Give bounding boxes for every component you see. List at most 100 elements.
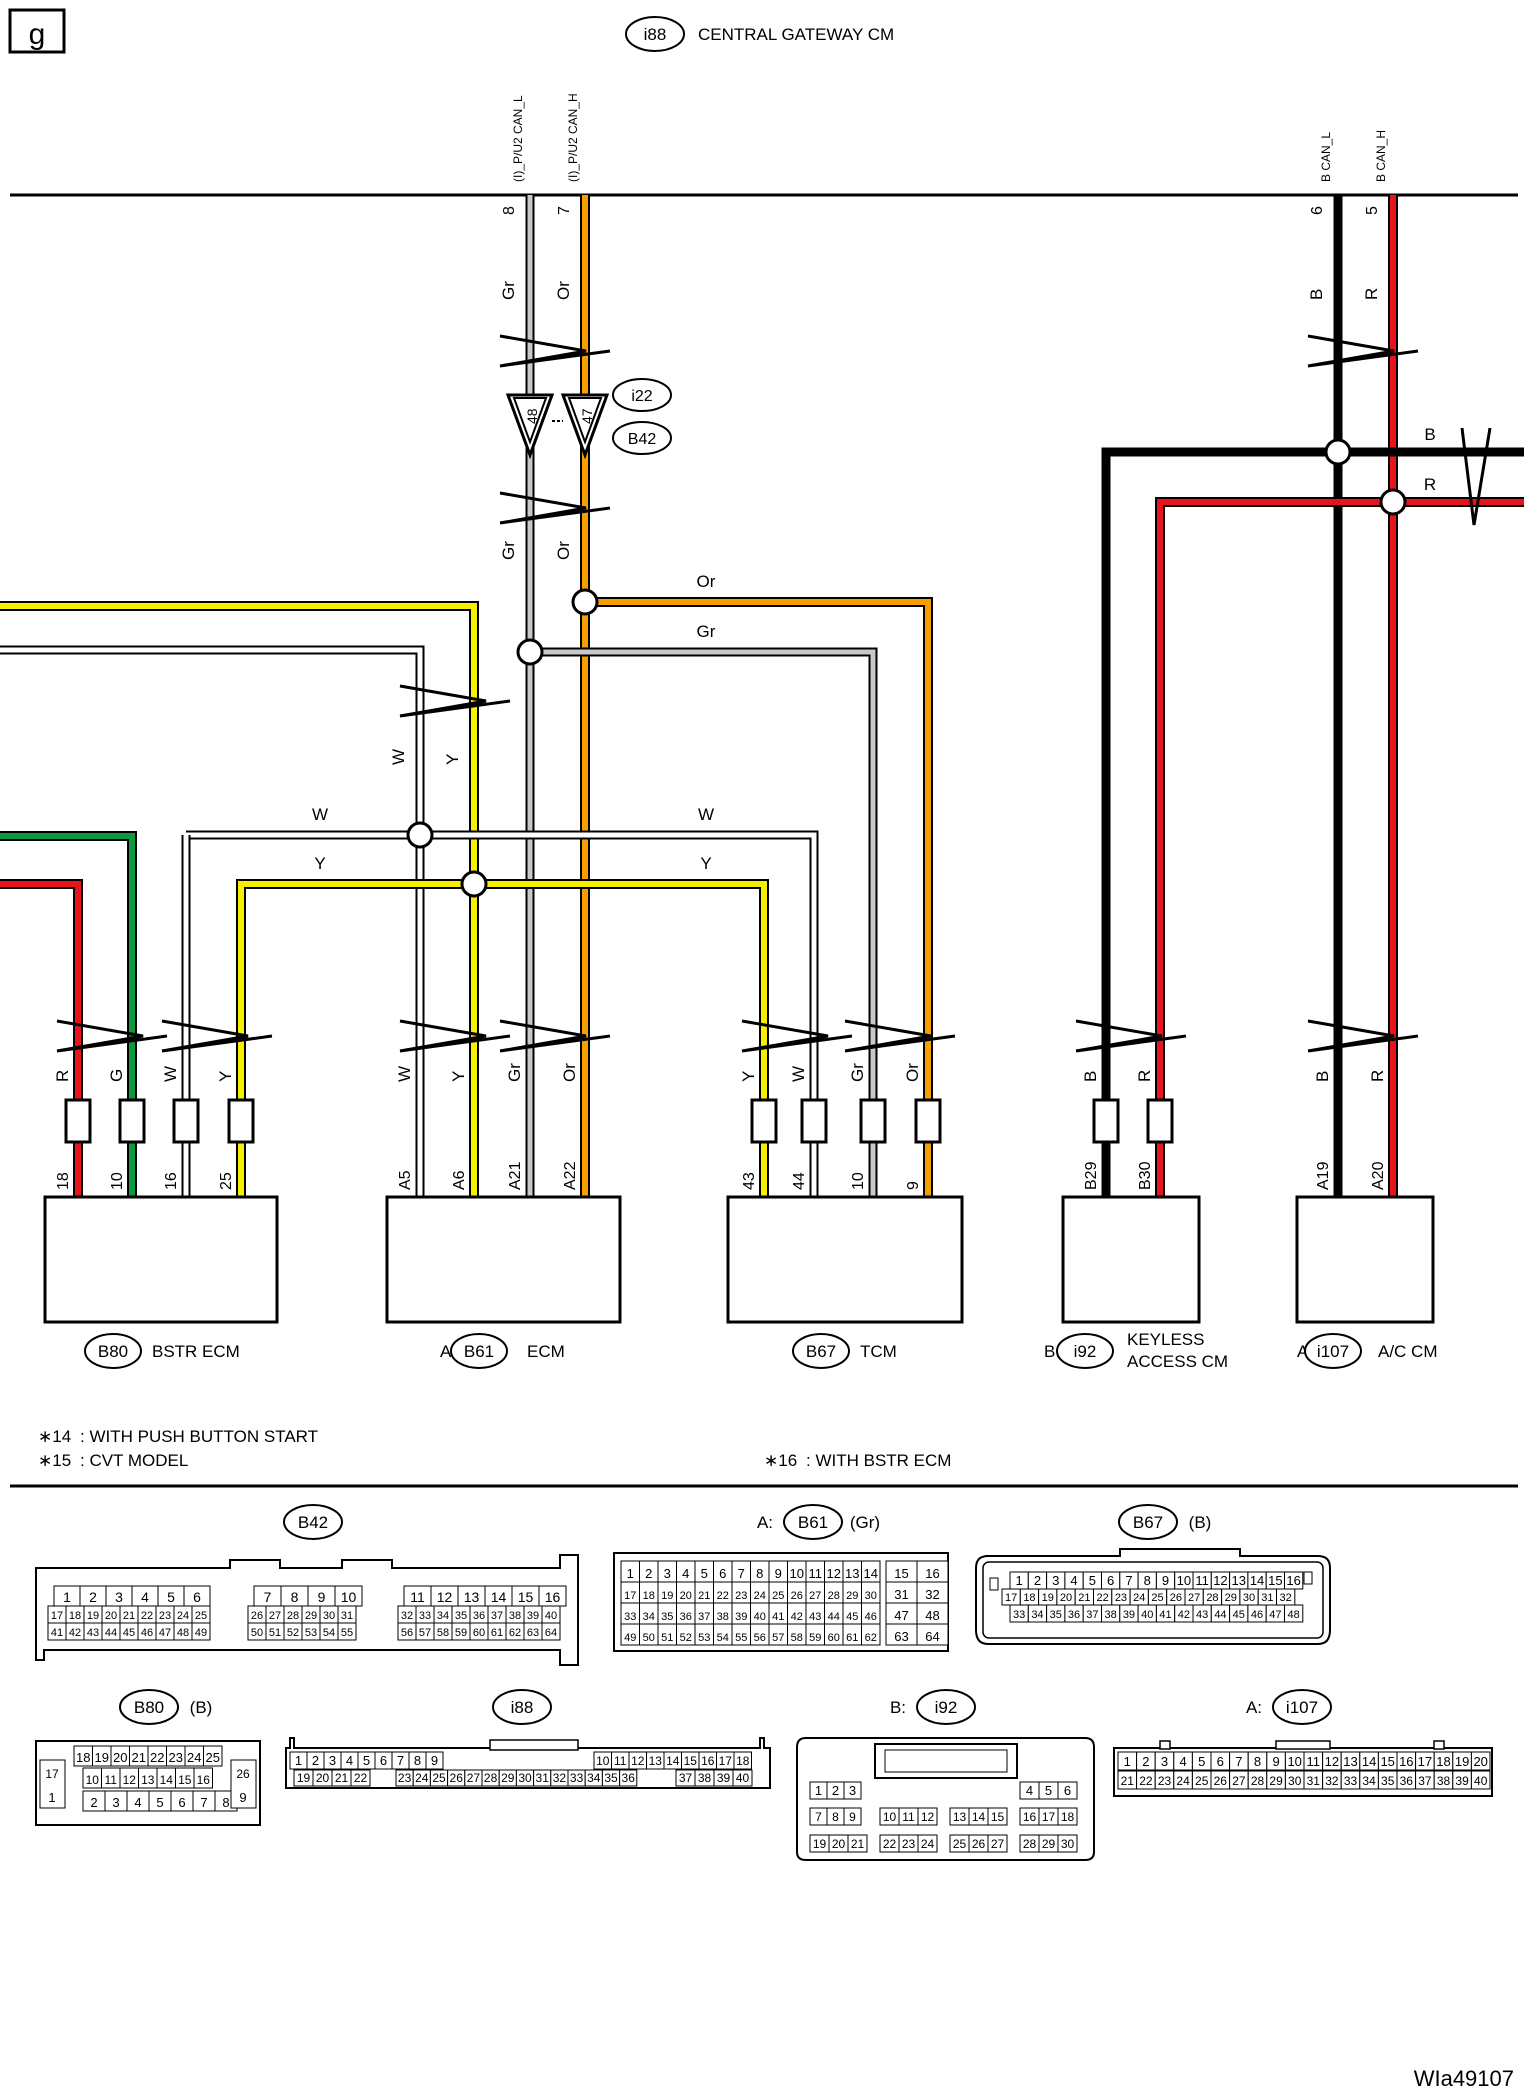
b61-prefix: A:	[757, 1513, 773, 1532]
b42-r2-pin: 36	[473, 1610, 485, 1622]
i88-top-right-pin: 13	[649, 1754, 663, 1768]
b67-r1-pin: 1	[1016, 1573, 1023, 1588]
break-right-upper	[1307, 334, 1419, 368]
i92-r2-1-cell	[917, 1807, 938, 1826]
b61-side-pin: 64	[925, 1629, 939, 1644]
i107-r2-pin: 28	[1251, 1774, 1265, 1788]
b61-main-pin: 38	[717, 1611, 729, 1623]
module-pin-num-ecm-0: A5	[397, 1170, 414, 1190]
i88-top-right-cell	[733, 1751, 752, 1770]
b61-oval	[783, 1504, 843, 1540]
i107-prefix: A:	[1246, 1698, 1262, 1717]
module-pin-num-ac-0: A19	[1315, 1161, 1332, 1190]
branch-label-w2: W	[698, 805, 714, 824]
b67-r2-pin: 27	[1188, 1592, 1200, 1604]
module-pin-num-tcm-1: 44	[791, 1172, 808, 1190]
i92-r2-0-cell	[843, 1807, 862, 1826]
b42-r1-pin: 13	[464, 1589, 480, 1605]
module-pin-color-tcm-0: Y	[739, 1071, 758, 1082]
b80-left-top: 17	[45, 1767, 59, 1781]
b42-r1-pin: 12	[437, 1589, 453, 1605]
module-pin-color-tcm-1: W	[789, 1066, 808, 1082]
b67-oval	[1118, 1504, 1178, 1540]
wire-w-left-outline	[0, 645, 425, 1200]
b42-r3-pin: 59	[455, 1627, 467, 1639]
branch-label-or: Or	[697, 572, 716, 591]
b80-r3-pin: 2	[90, 1795, 97, 1810]
i107-r2-pin: 27	[1232, 1774, 1246, 1788]
b42-r3-pin: 64	[545, 1627, 557, 1639]
i88-bot-left-pin: 20	[316, 1771, 330, 1785]
i92-r2-1-pin: 10	[883, 1810, 897, 1824]
b67-inner	[982, 1561, 1324, 1639]
b67-r1-pin: 2	[1034, 1573, 1041, 1588]
i107-r2-pin: 30	[1288, 1774, 1302, 1788]
b67-r1-pin: 4	[1070, 1573, 1077, 1588]
i107-r2-pin: 40	[1474, 1774, 1488, 1788]
b42-r1-pin: 16	[545, 1589, 561, 1605]
branch-label-b: B	[1424, 425, 1435, 444]
i88-top-left-pin: 5	[363, 1753, 370, 1768]
b61-main-pin: 13	[845, 1566, 859, 1581]
i92-r2-0-pin: 8	[832, 1810, 839, 1824]
i88-bot-mid-pin: 35	[604, 1771, 618, 1785]
b42-r2-pin: 39	[527, 1610, 539, 1622]
b80-r1-pin: 20	[113, 1750, 127, 1765]
b67-r3-pin: 37	[1086, 1609, 1098, 1621]
junction-w	[406, 821, 434, 849]
i88-top-left-pin: 8	[414, 1753, 421, 1768]
gateway-pin-num-3: 5	[1364, 206, 1381, 215]
i88-top-right-pin: 14	[666, 1754, 680, 1768]
b61-main-pin: 59	[809, 1632, 821, 1644]
i92-g1-pin: 1	[815, 1783, 822, 1798]
b42-r2-pin: 38	[509, 1610, 521, 1622]
b80-r2-pin: 15	[178, 1773, 192, 1787]
break-module-7	[1307, 1019, 1419, 1053]
b61-title: B61	[798, 1513, 828, 1532]
b67-r2-pin: 30	[1243, 1592, 1255, 1604]
b42-r2-pin: 17	[51, 1610, 63, 1622]
wire-w-bus	[186, 832, 817, 1200]
i92-r2-2-pin: 13	[953, 1810, 967, 1824]
b42-title: B42	[298, 1513, 328, 1532]
b67-r2-pin: 29	[1225, 1592, 1237, 1604]
junction-pin-48-triangle	[505, 393, 555, 460]
i88-bot-mid-pin: 32	[553, 1771, 567, 1785]
i92-latch	[874, 1743, 1018, 1779]
wire-label-gr-mid: Gr	[499, 541, 518, 560]
page-label: g	[29, 18, 46, 51]
module-pin-num-bstr-0: 18	[55, 1172, 72, 1190]
module-name-ac: A/C CM	[1378, 1342, 1438, 1361]
b67-r1-pin: 12	[1213, 1573, 1227, 1588]
i92-g2-pin: 5	[1045, 1783, 1052, 1798]
gateway-pin-name-1: (I)_P/U2 CAN_H	[566, 93, 580, 182]
gateway-pin-name-3: B CAN_H	[1374, 130, 1388, 182]
b67-r1-pin: 8	[1144, 1573, 1151, 1588]
wire-y-bus	[238, 881, 767, 1200]
i92-r2-3-pin: 18	[1061, 1810, 1075, 1824]
module-name-keyless: KEYLESS	[1127, 1330, 1205, 1349]
b42-r1-pin: 15	[518, 1589, 534, 1605]
b61-main-pin: 33	[624, 1611, 636, 1623]
b42-r3-pin: 49	[195, 1627, 207, 1639]
wire-b-keyless	[1101, 447, 1524, 1200]
b61-main-pin: 29	[846, 1590, 858, 1602]
wire-r-bstr	[0, 881, 81, 1200]
module-pin-num-bstr-3: 25	[218, 1172, 235, 1190]
i88-bot-mid-pin: 34	[587, 1771, 601, 1785]
b80-r3-pin: 6	[178, 1795, 185, 1810]
i107-r2-pin: 31	[1307, 1774, 1321, 1788]
module-box-ac	[1295, 1195, 1435, 1324]
gateway-connector: i88	[644, 25, 667, 44]
i88-top-left-pin: 7	[397, 1753, 404, 1768]
gateway-pin-color-1: Or	[554, 281, 573, 300]
b61-main-pin: 60	[828, 1632, 840, 1644]
b67-r3-cell	[1284, 1604, 1304, 1623]
i92-housing	[796, 1737, 1095, 1861]
junction-gr	[516, 638, 544, 666]
b61-main-pin: 6	[719, 1566, 726, 1581]
i88-bot-mid-pin: 23	[398, 1771, 412, 1785]
